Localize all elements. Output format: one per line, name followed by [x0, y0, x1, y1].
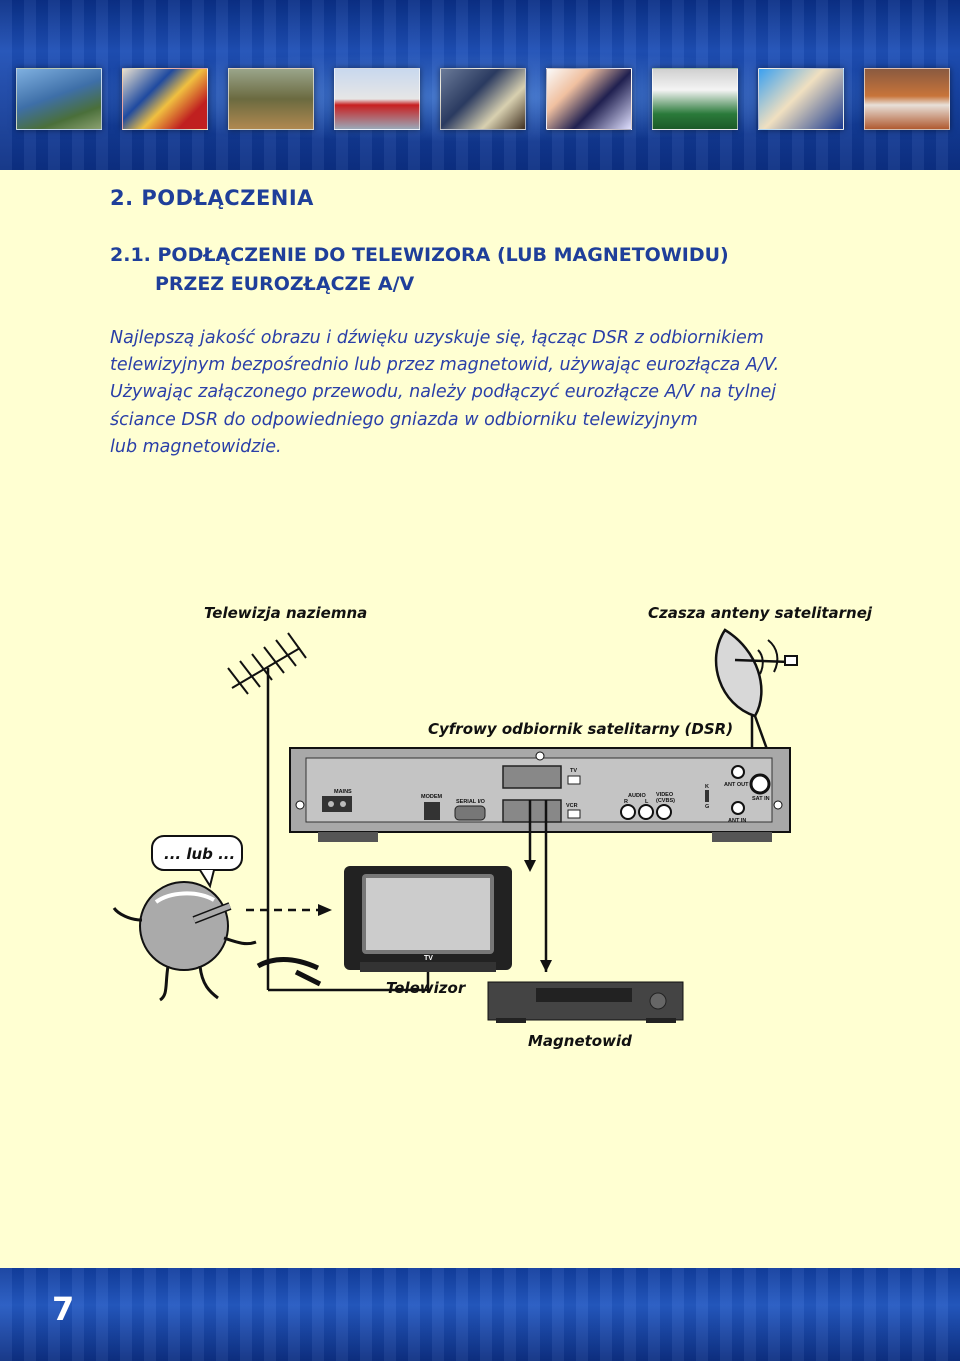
- banner-photo-football: [652, 68, 738, 130]
- ant-out-label: ANT OUT: [724, 782, 749, 788]
- banner-photo-speedway: [440, 68, 526, 130]
- tv-icon: [344, 866, 512, 972]
- vcr-scart-label: VCR: [566, 803, 578, 809]
- subsection-title-line-1: 2.1. PODŁĄCZENIE DO TELEWIZORA (LUB MAGN…: [110, 244, 729, 266]
- subsection-title-line-2: PRZEZ EUROZŁĄCZE A/V: [155, 273, 415, 295]
- banner-photo-landscape: [16, 68, 102, 130]
- banner-photo-anime: [546, 68, 632, 130]
- serial-label: SERIAL I/O: [456, 799, 486, 805]
- video-label: VIDEO: [656, 792, 674, 798]
- audio-label: AUDIO: [628, 793, 646, 799]
- body-line: ściance DSR do odpowiedniego gniazda w o…: [110, 409, 698, 430]
- bubble-text: ... lub ...: [164, 845, 235, 863]
- body-line: Najlepszą jakość obrazu i dźwięku uzysku…: [110, 328, 764, 348]
- vcr-icon: [487, 981, 684, 1023]
- terrestrial-tv-caption: Telewizja naziemna: [204, 604, 368, 622]
- body-line: Używając załączonego przewodu, należy po…: [110, 382, 777, 403]
- satellite-dish-icon: [714, 628, 798, 753]
- vcr-caption: Magnetowid: [528, 1032, 632, 1050]
- header-banner: [0, 0, 960, 170]
- audio-l-label: L: [645, 799, 649, 805]
- dsr-caption: Cyfrowy odbiornik satelitarny (DSR): [428, 720, 734, 738]
- banner-photo-athletics: [864, 68, 950, 130]
- modem-label: MODEM: [421, 794, 443, 800]
- sat-in-label: SAT IN: [752, 796, 770, 802]
- switch-g-label: G: [705, 804, 709, 810]
- mains-label: MAINS: [334, 789, 352, 795]
- body-line: lub magnetowidzie.: [110, 436, 282, 457]
- mascot-character-icon: [112, 881, 322, 1002]
- body-paragraph: Najlepszą jakość obrazu i dźwięku uzysku…: [110, 325, 830, 461]
- subsection-title: 2.1. PODŁĄCZENIE DO TELEWIZORA (LUB MAGN…: [110, 241, 810, 299]
- banner-photo-cartoon: [758, 68, 844, 130]
- footer-banner: [0, 1268, 960, 1361]
- connection-diagram: MAINS MODEM SERIAL I/O TV VCR AUDIO R L …: [112, 628, 798, 1023]
- banner-photo-jet: [334, 68, 420, 130]
- terrestrial-antenna-icon: [227, 632, 307, 990]
- body-line: telewizyjnym bezpośrednio lub przez magn…: [110, 355, 780, 376]
- audio-r-label: R: [624, 799, 628, 805]
- tv-screen-label: TV: [424, 955, 433, 962]
- switch-k-label: K: [705, 784, 709, 790]
- av-cables: [268, 800, 548, 992]
- speech-bubble: [151, 835, 243, 889]
- section-title: 2. PODŁĄCZENIA: [110, 186, 314, 210]
- dsr-receiver: [289, 747, 791, 842]
- banner-photo-safari: [228, 68, 314, 130]
- ant-in-label: ANT IN: [728, 818, 746, 824]
- banner-photo-motorsport: [122, 68, 208, 130]
- tv-scart-label: TV: [570, 768, 577, 774]
- video-sub-label: (CVBS): [656, 798, 675, 804]
- satellite-dish-caption: Czasza anteny satelitarnej: [648, 604, 873, 622]
- tv-caption: Telewizor: [386, 979, 466, 997]
- page-number: 7: [52, 1290, 75, 1328]
